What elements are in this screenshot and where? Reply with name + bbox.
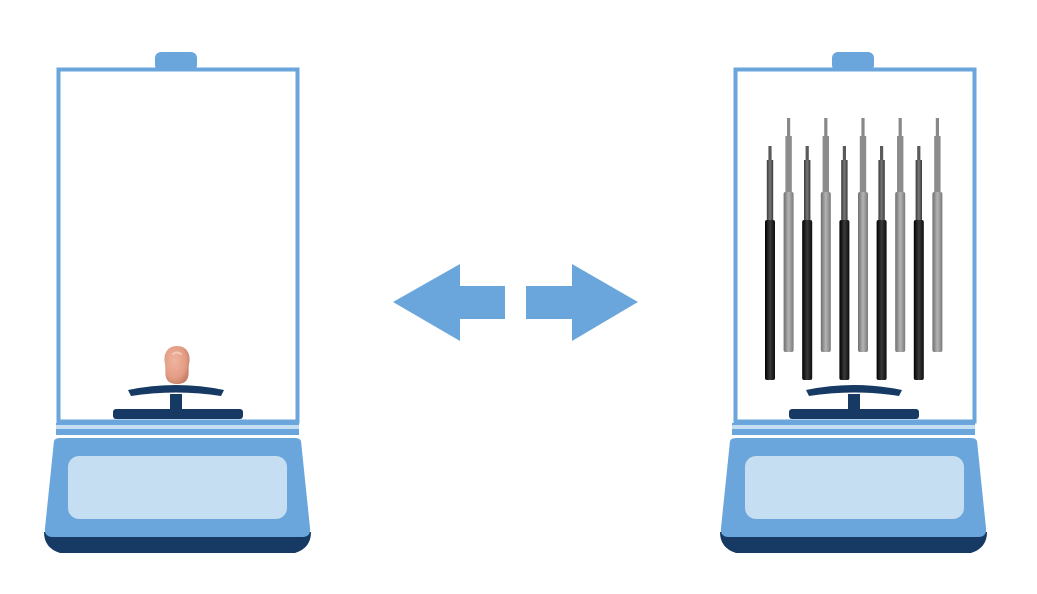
- pencil-lead-icon: [839, 146, 850, 380]
- pencil-lead-icon: [783, 118, 794, 352]
- draft-shield-handle: [832, 52, 874, 71]
- pencil-lead-icon: [765, 146, 775, 380]
- peanut-icon: [164, 346, 190, 384]
- pencil-lead-icon: [913, 146, 924, 380]
- bidirectional-arrows: [393, 264, 638, 341]
- weighing-pan: [128, 385, 224, 396]
- pencil-lead-icon: [876, 146, 887, 380]
- pan-stem: [170, 394, 182, 412]
- balance-neck-light: [56, 425, 299, 429]
- right-balance: [720, 52, 987, 553]
- pencil-lead-icon: [895, 118, 906, 352]
- pan-stem: [848, 394, 860, 412]
- pencil-lead-icon: [858, 118, 868, 352]
- pencil-lead-icon: [820, 118, 831, 352]
- balance-base: [44, 532, 311, 553]
- right-object-group: [765, 118, 943, 380]
- pencil-lead-icon: [802, 146, 813, 380]
- balance-neck-light: [732, 425, 975, 429]
- draft-shield-handle: [155, 52, 197, 71]
- weighing-pan: [806, 385, 902, 396]
- balance-base: [720, 532, 987, 553]
- left-balance: [44, 52, 311, 553]
- left-object-group: [164, 346, 190, 384]
- pan-support-plate: [113, 409, 243, 419]
- arrow-right-icon: [526, 264, 638, 341]
- draft-shield-frame: [733, 67, 977, 424]
- balance-display: [745, 456, 964, 519]
- pencil-lead-icon: [932, 118, 943, 352]
- balance-display: [68, 456, 287, 519]
- draft-shield-frame: [56, 67, 300, 424]
- pan-support-plate: [789, 409, 919, 419]
- arrow-left-icon: [393, 264, 505, 341]
